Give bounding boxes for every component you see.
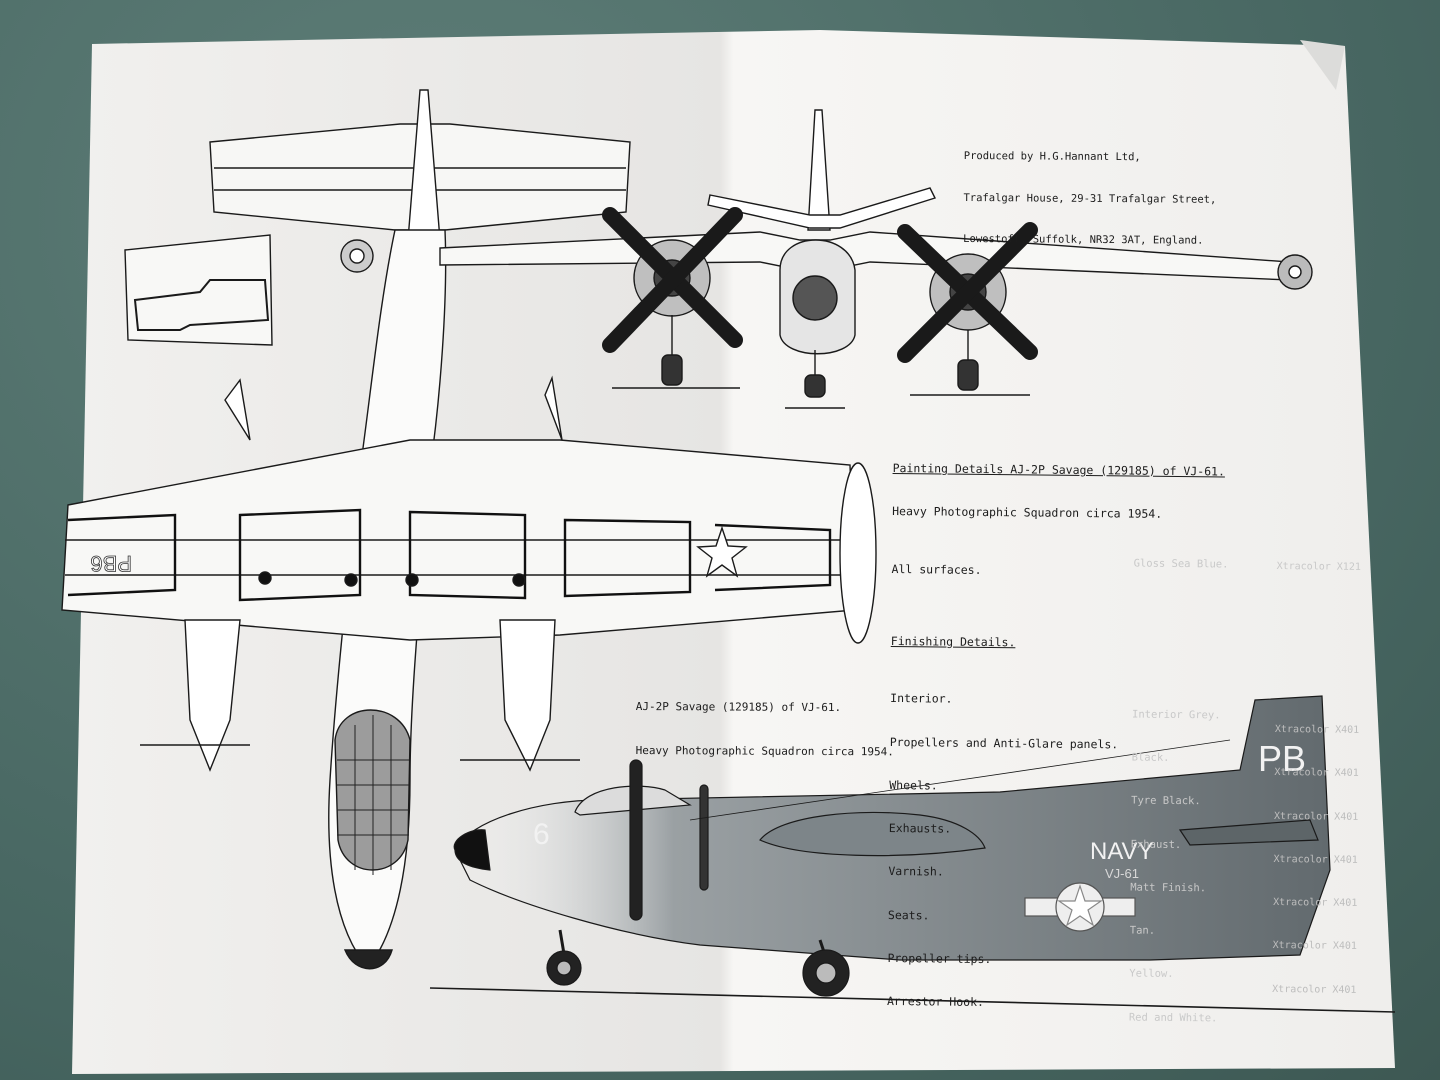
wing-code: PB6 — [90, 551, 132, 576]
paper-curl — [1300, 40, 1345, 90]
finish-code: Xtracolor X401 — [1274, 724, 1360, 737]
top-view-drawing — [61, 89, 877, 970]
squadron-marking: VJ-61 — [1105, 866, 1139, 881]
finishing-row: Propeller tips. Yellow. Xtracolor X401 — [887, 936, 1356, 996]
producer-line: Trafalgar House, 29-31 Trafalgar Street, — [963, 191, 1217, 206]
finish-color: Tyre Black. — [1131, 794, 1201, 808]
finish-item: Varnish. — [888, 864, 944, 879]
finish-item: Wheels. — [889, 777, 938, 793]
side-view-drawing — [429, 695, 1396, 1013]
finishing-row: Seats. Tan. Xtracolor X401 — [888, 893, 1357, 953]
finish-color: Yellow. — [1129, 967, 1174, 981]
finish-item: Propeller tips. — [887, 950, 992, 966]
finish-item: Arrestor Hook. — [886, 994, 985, 1010]
finish-color: Matt Finish. — [1130, 881, 1207, 895]
finish-code: Xtracolor X401 — [1273, 897, 1358, 910]
paint-code: Xtracolor X121 — [1276, 561, 1361, 574]
navy-marking: NAVY — [1090, 838, 1154, 865]
finishing-row: Arrestor Hook. Red and White. — [887, 980, 1219, 1024]
finish-code: Xtracolor X401 — [1274, 767, 1359, 780]
finish-code: Xtracolor X401 — [1273, 853, 1358, 866]
side-view-caption: AJ-2P Savage (129185) of VJ-61. Heavy Ph… — [635, 672, 894, 776]
finish-code: Xtracolor X401 — [1272, 983, 1357, 996]
front-view-drawing — [439, 109, 1313, 409]
finishing-details-title: Finishing Details. — [890, 633, 1016, 650]
finish-color: Exhaust. — [1130, 838, 1182, 851]
finish-item: Propellers and Anti-Glare panels. — [889, 734, 1119, 752]
finishing-row: Exhausts. Exhaust. Xtracolor X401 — [889, 807, 1358, 866]
finishing-row: Varnish. Matt Finish. Xtracolor X401 — [888, 850, 1357, 909]
producer-address: Produced by H.G.Hannant Ltd, Trafalgar H… — [963, 124, 1217, 263]
finish-color: Interior Grey. — [1131, 708, 1221, 722]
finish-code: Xtracolor X401 — [1272, 940, 1357, 953]
finish-color: Tan. — [1129, 924, 1156, 937]
finish-color: Red and White. — [1128, 1011, 1218, 1024]
producer-line: Lowestoft, Suffolk, NR32 3AT, England. — [963, 232, 1204, 247]
tail-code: PB — [1258, 738, 1307, 779]
finish-item: Seats. — [887, 907, 930, 923]
finishing-row: Interior. Interior Grey. Xtracolor X401 — [890, 677, 1359, 736]
paint-item: All surfaces. — [891, 561, 982, 577]
painting-details-title: Painting Details AJ-2P Savage (129185) o… — [892, 460, 1226, 479]
finish-item: Exhausts. — [888, 821, 952, 836]
caption-line: Heavy Photographic Squadron circa 1954. — [635, 743, 894, 759]
painting-details: Painting Details AJ-2P Savage (129185) o… — [887, 432, 1361, 1024]
finish-item: Interior. — [890, 691, 953, 707]
finishing-row: Wheels. Tyre Black. Xtracolor X401 — [889, 763, 1358, 823]
all-surfaces-row: All surfaces. Gloss Sea Blue. Xtracolor … — [891, 547, 1360, 577]
producer-line: Produced by H.G.Hannant Ltd, — [963, 150, 1141, 164]
caption-line: AJ-2P Savage (129185) of VJ-61. — [635, 699, 842, 714]
finishing-row: Propellers and Anti-Glare panels. Black.… — [890, 720, 1359, 780]
painting-details-subtitle: Heavy Photographic Squadron circa 1954. — [892, 503, 1163, 521]
star-insignia — [1024, 882, 1136, 932]
finish-code: Xtracolor X401 — [1273, 810, 1359, 823]
paint-color: Gloss Sea Blue. — [1133, 557, 1229, 571]
nose-number: 6 — [533, 818, 550, 851]
finish-color: Black. — [1131, 751, 1170, 764]
